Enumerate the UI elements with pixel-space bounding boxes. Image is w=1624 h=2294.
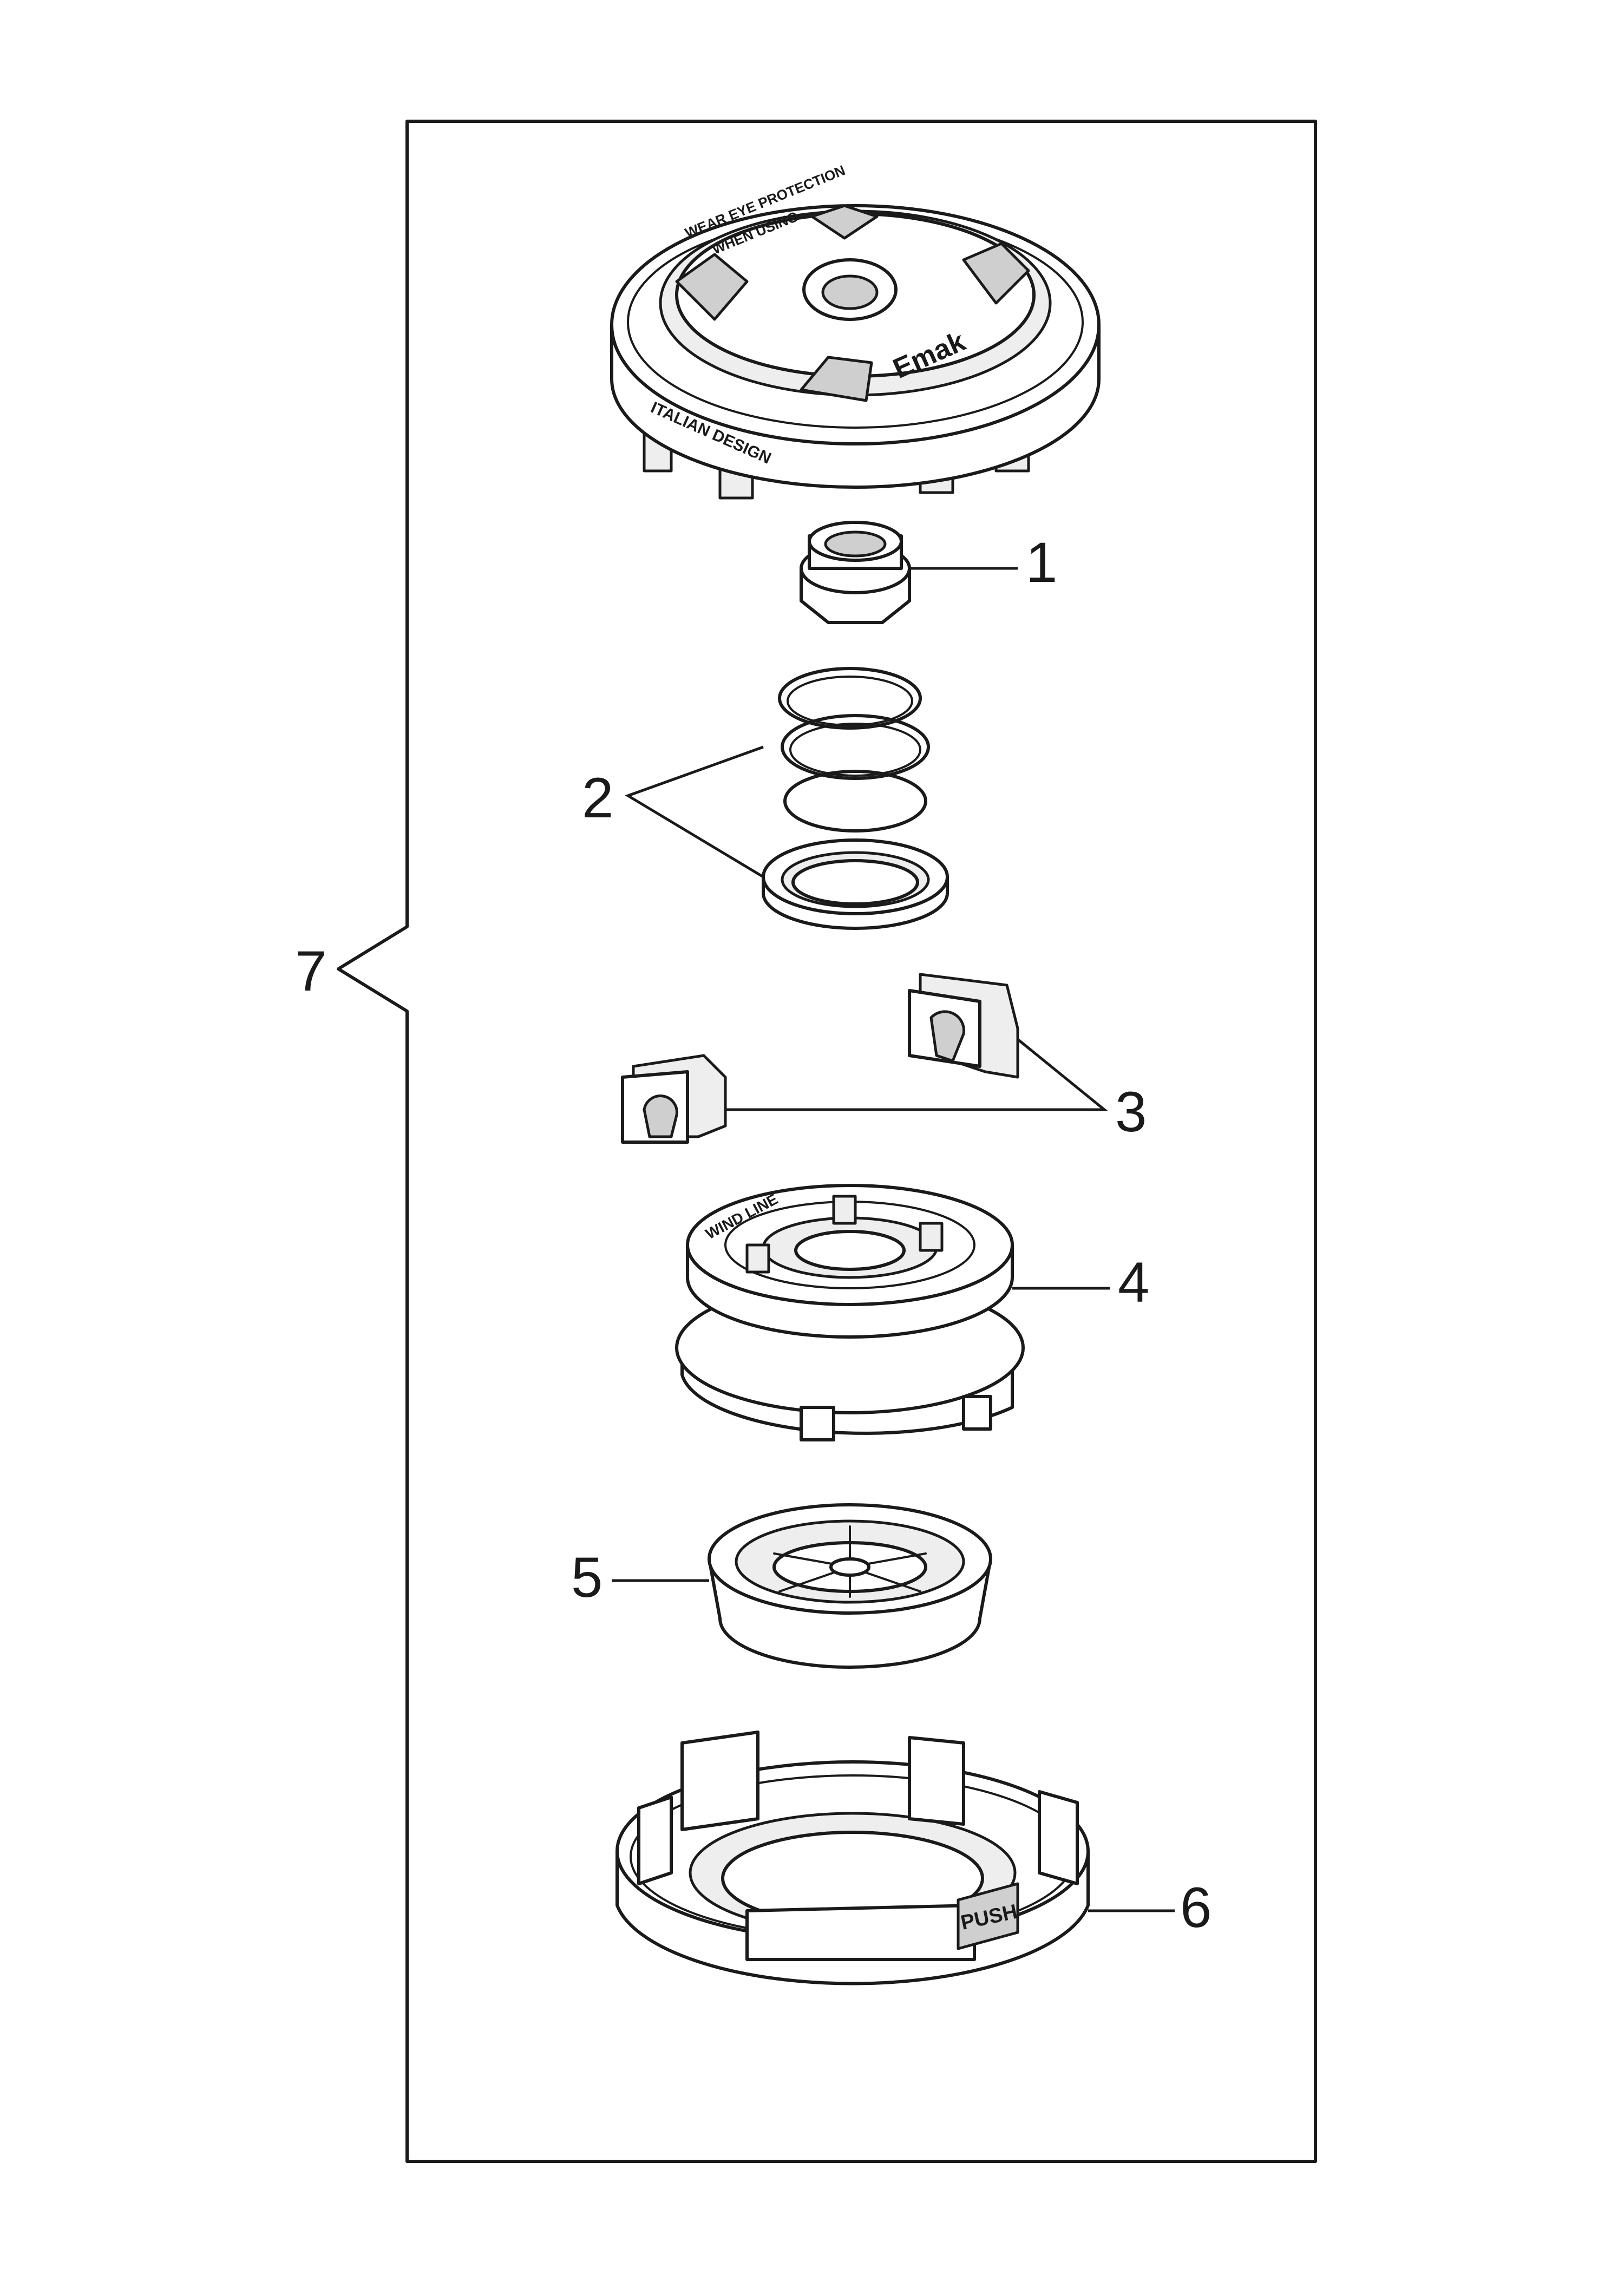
nut-part bbox=[800, 521, 911, 624]
spool-part: WIND LINE bbox=[675, 1184, 1025, 1441]
hub-part bbox=[708, 1503, 992, 1669]
eyelet-part-right bbox=[908, 973, 1019, 1079]
callout-leader-2 bbox=[625, 745, 764, 879]
callout-label-4: 4 bbox=[1118, 1251, 1149, 1314]
callout-label-3: 3 bbox=[1115, 1080, 1147, 1144]
base-bowl-part: PUSH bbox=[615, 1731, 1090, 1985]
callout-label-7: 7 bbox=[295, 940, 326, 1003]
callout-leader-3 bbox=[725, 1038, 1109, 1111]
spring-part bbox=[778, 667, 930, 833]
callout-label-1: 1 bbox=[1026, 531, 1057, 594]
top-cover-part: WEAR EYE PROTECTION WHEN USING Emak ITAL… bbox=[610, 162, 1101, 500]
callout-label-5: 5 bbox=[571, 1546, 603, 1609]
callout-label-2: 2 bbox=[582, 766, 613, 830]
callout-label-6: 6 bbox=[1180, 1876, 1212, 1939]
eyelet-part-left bbox=[621, 1054, 727, 1144]
washer-part bbox=[762, 838, 949, 930]
assembly-bracket-frame bbox=[337, 120, 1317, 2163]
